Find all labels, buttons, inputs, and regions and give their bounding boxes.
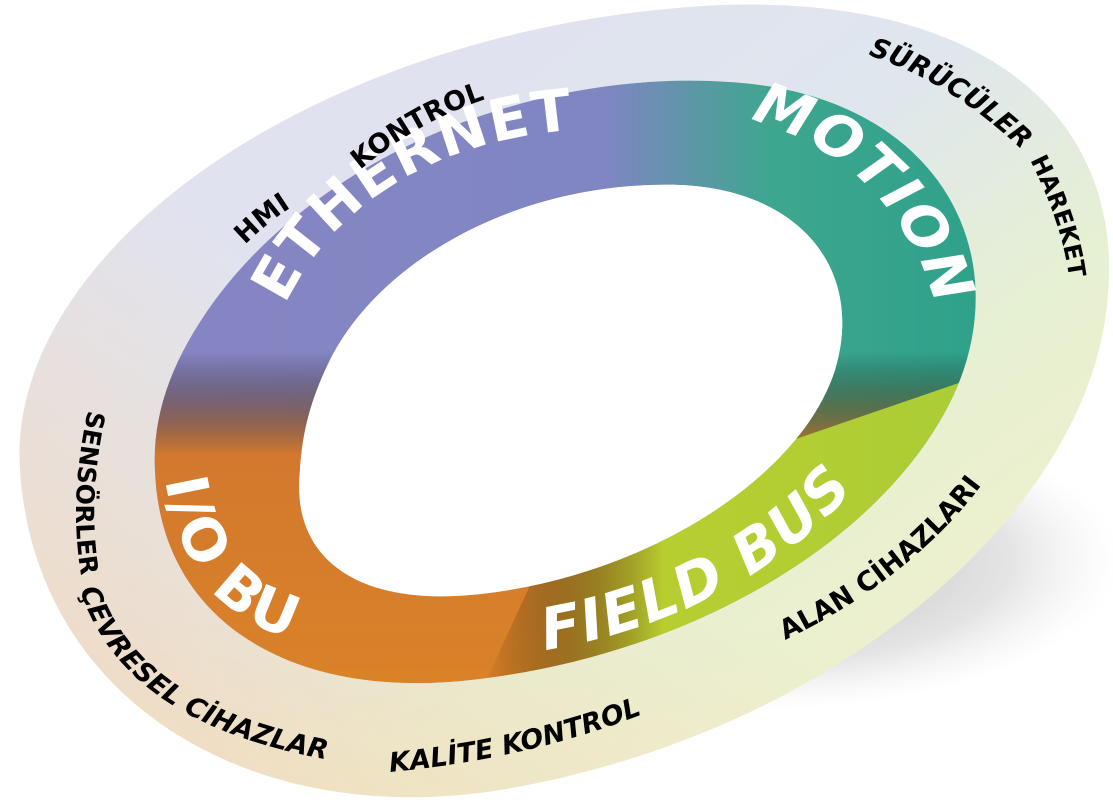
outer-band xyxy=(19,4,1110,798)
inner-band xyxy=(154,80,976,684)
ring-center xyxy=(299,184,843,597)
